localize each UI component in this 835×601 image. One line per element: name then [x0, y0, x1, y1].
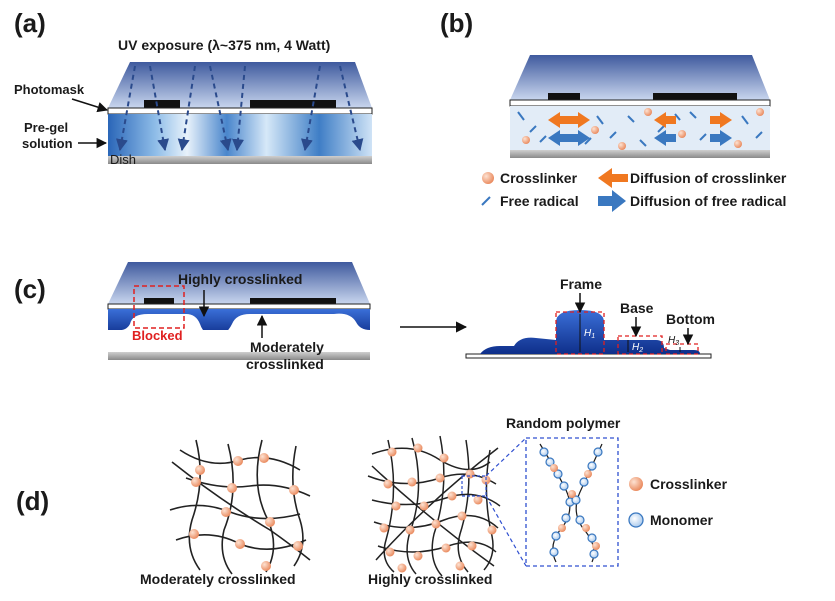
- photomask-c: [107, 262, 371, 310]
- zoom-source-box: [461, 475, 487, 497]
- moderately-crosslinked-caption: Moderately crosslinked: [140, 571, 296, 587]
- diffusion-crosslinker-icon: [598, 168, 628, 188]
- photomask-a: [107, 62, 373, 115]
- polymer-crosslinkers: [550, 464, 600, 550]
- random-polymer-label: Random polymer: [506, 415, 621, 431]
- blocked-label: Blocked: [132, 328, 183, 343]
- legend-diffusion-crosslinker: Diffusion of crosslinker: [630, 170, 787, 186]
- panel-label-c: (c): [14, 274, 46, 304]
- dish-b: [510, 150, 770, 158]
- high-crosslinkers: [379, 443, 497, 573]
- photomask-b: [509, 55, 771, 107]
- legend-crosslinker: Crosslinker: [500, 170, 578, 186]
- dish-label: Dish: [110, 152, 136, 167]
- pregel-label-line1: Pre-gel: [24, 120, 68, 135]
- blocked-box: [133, 285, 185, 329]
- zoom-line-top: [485, 437, 527, 477]
- random-polymer-box: [525, 437, 619, 567]
- moderately-label-line2: crosslinked: [246, 356, 324, 372]
- panel-label-b: (b): [440, 8, 473, 38]
- legend-d-crosslinker: Crosslinker: [650, 476, 728, 492]
- highly-crosslinked-caption: Highly crosslinked: [368, 571, 492, 587]
- legend-free-radical: Free radical: [500, 193, 579, 209]
- solution-c: [108, 330, 370, 352]
- dish-c: [108, 352, 370, 360]
- legend-diffusion-free-radical: Diffusion of free radical: [630, 193, 786, 209]
- moderate-crosslinkers: [189, 453, 303, 571]
- crosslinker-legend-icon: [482, 172, 494, 184]
- pregel-label-line2: solution: [22, 136, 73, 151]
- moderately-label-line1: Moderately: [250, 339, 324, 355]
- bottom-label: Bottom: [666, 311, 715, 327]
- h1-label: H1: [584, 328, 595, 340]
- highly-crosslinked-label: Highly crosslinked: [178, 271, 302, 287]
- panel-label-a: (a): [14, 8, 46, 38]
- crosslinker-legend-d-icon: [629, 477, 643, 491]
- uv-exposure-label: UV exposure (λ~375 nm, 4 Watt): [118, 37, 330, 53]
- free-radicals-b: [517, 111, 763, 147]
- h2-label: H2: [632, 342, 643, 354]
- legend-b: Crosslinker Diffusion of crosslinker Fre…: [481, 168, 787, 212]
- dish-a: [108, 156, 372, 164]
- crosslinkers-b: [522, 108, 764, 150]
- legend-d-monomer: Monomer: [650, 512, 714, 528]
- photomask-arrow: [71, 98, 109, 113]
- photomask-label: Photomask: [14, 82, 85, 97]
- diffusion-free-radical-icon: [598, 190, 626, 212]
- frame-label: Frame: [560, 276, 602, 292]
- h3-label: H3: [668, 335, 679, 347]
- pregel-solution-b: [510, 106, 770, 150]
- panel-label-d: (d): [16, 486, 49, 516]
- diffusion-arrows-b: [548, 112, 732, 146]
- base-label: Base: [620, 300, 654, 316]
- monomer-legend-icon: [628, 512, 644, 528]
- free-radical-legend-icon: [481, 196, 491, 206]
- polymer-monomers: [539, 447, 603, 559]
- gel-layer-c: [108, 309, 370, 336]
